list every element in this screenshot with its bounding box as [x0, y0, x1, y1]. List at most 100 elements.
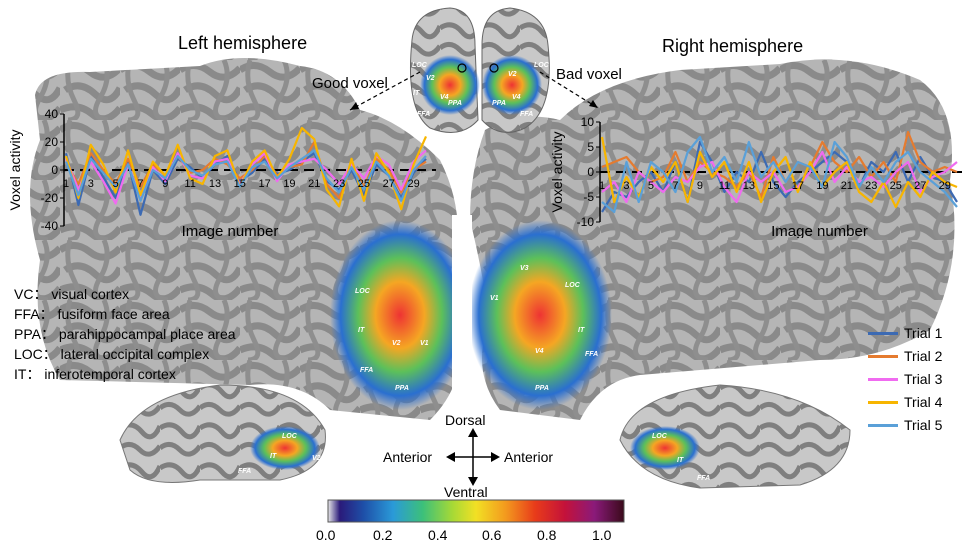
roi-label-inflated-top-3: V2: [508, 71, 517, 78]
colorbar-tick-2: 0.4: [428, 527, 448, 543]
midline-gap: [452, 215, 472, 415]
roi-label-inflated-top-0: LOC: [412, 62, 428, 69]
legend-label-trial-5: Trial 5: [904, 417, 943, 433]
x-axis-label: Image number: [771, 223, 868, 238]
x-tick-label-14: 29: [939, 180, 951, 192]
right-hemisphere-title: Right hemisphere: [662, 36, 804, 56]
legend-label-trial-4: Trial 4: [904, 394, 943, 410]
compass-anterior-right: Anterior: [504, 449, 554, 465]
x-tick-label-12: 25: [890, 180, 902, 192]
x-tick-label-8: 17: [258, 178, 270, 190]
bad-voxel-marker: [489, 63, 499, 73]
compass-dorsal: Dorsal: [445, 412, 486, 428]
roi-label-lateral-left-2: FFA: [238, 468, 251, 475]
colorbar-tick-0: 0.0: [316, 527, 336, 543]
roi-label-flat-right-4: PPA: [535, 385, 549, 392]
roi-label-inflated-top-10: FFA: [520, 111, 533, 118]
right-activation: [468, 220, 612, 410]
legend-swatch-trial-3: [868, 377, 898, 381]
x-tick-label-5: 11: [719, 180, 730, 192]
y-tick-label-3: -5: [583, 190, 594, 204]
x-tick-label-3: 7: [137, 178, 143, 190]
x-tick-label-11: 23: [865, 180, 877, 192]
roi-label-flat-right-5: V3: [520, 265, 529, 272]
x-tick-label-6: 13: [209, 178, 221, 190]
x-tick-label-11: 23: [333, 178, 345, 190]
x-tick-label-0: 1: [599, 180, 605, 192]
x-tick-label-7: 15: [234, 178, 246, 190]
abbr-loc: LOC： lateral occipital complex: [14, 346, 210, 362]
series-line-trial-1: [601, 140, 958, 213]
bad-voxel-label: Bad voxel: [556, 66, 622, 83]
roi-label-inflated-top-6: PPA: [492, 100, 506, 107]
good-voxel-label: Good voxel: [312, 75, 388, 92]
roi-label-flat-left-2: V2: [392, 340, 401, 347]
bad-voxel-arrow: [539, 71, 599, 109]
series-line-trial-3: [601, 150, 958, 204]
roi-label-inflated-top-8: IT: [413, 90, 420, 97]
left-activation: [330, 220, 470, 410]
y-tick-label-0: 40: [45, 107, 59, 121]
x-tick-label-13: 27: [914, 180, 926, 192]
roi-label-flat-right-6: V1: [490, 295, 499, 302]
x-tick-label-2: 5: [648, 180, 654, 192]
lateral-activation-left: [250, 426, 320, 470]
roi-label-inflated-top-9: FFA: [417, 111, 430, 118]
series-line-trial-5: [64, 149, 427, 202]
x-tick-label-6: 13: [743, 180, 755, 192]
x-tick-label-5: 11: [184, 178, 195, 190]
legend-label-trial-3: Trial 3: [904, 371, 943, 387]
x-tick-label-13: 27: [383, 178, 395, 190]
legend-label-trial-2: Trial 2: [904, 348, 943, 364]
roi-label-lateral-right-0: LOC: [652, 433, 668, 440]
roi-label-lateral-right-1: IT: [677, 457, 684, 464]
legend-swatch-trial-1: [868, 331, 898, 335]
y-tick-label-2: 0: [51, 163, 58, 177]
legend-swatch-trial-2: [868, 354, 898, 358]
abbr-vc: VC： visual cortex: [14, 286, 130, 302]
y-tick-label-3: -20: [41, 191, 59, 205]
lateral-activation-right: [630, 426, 700, 470]
y-tick-label-4: -10: [577, 215, 595, 229]
series-line-trial-4: [64, 126, 428, 211]
roi-label-inflated-top-2: LOC: [534, 62, 550, 69]
good-voxel-marker: [457, 63, 467, 73]
y-tick-label-4: -40: [41, 219, 59, 233]
compass-ventral: Ventral: [444, 484, 488, 500]
roi-label-lateral-left-0: LOC: [282, 433, 298, 440]
legend-item-trial-4: Trial 4: [868, 394, 942, 410]
x-tick-label-3: 7: [672, 180, 678, 192]
roi-label-lateral-right-3: FFA: [697, 475, 710, 482]
x-tick-label-10: 21: [308, 178, 320, 190]
roi-label-flat-left-5: V1: [420, 340, 429, 347]
legend-item-trial-1: Trial 1: [868, 325, 942, 341]
colorbar-tick-1: 0.2: [373, 527, 393, 543]
roi-label-flat-left-3: FFA: [360, 367, 373, 374]
legend-label-trial-1: Trial 1: [904, 325, 943, 341]
y-tick-label-0: 10: [581, 115, 595, 129]
y-tick-label-1: 5: [587, 140, 594, 154]
x-tick-label-9: 19: [283, 178, 295, 190]
series-line-trial-4: [600, 136, 958, 209]
legend-item-trial-3: Trial 3: [868, 371, 942, 387]
x-tick-label-0: 1: [63, 178, 69, 190]
roi-label-flat-right-0: LOC: [565, 282, 581, 289]
legend-item-trial-5: Trial 5: [868, 417, 942, 433]
x-axis-label: Image number: [182, 223, 279, 240]
abbr-ppa: PPA： parahippocampal place area: [14, 326, 236, 342]
roi-label-lateral-left-3: V2: [312, 455, 321, 462]
roi-label-inflated-top-1: V2: [426, 75, 435, 82]
x-tick-label-9: 19: [816, 180, 828, 192]
roi-label-flat-right-3: FFA: [585, 351, 598, 358]
legend-swatch-trial-5: [868, 423, 898, 427]
legend-item-trial-2: Trial 2: [868, 348, 942, 364]
roi-label-flat-right-2: V4: [535, 348, 544, 355]
abbr-ffa: FFA： fusiform face area: [14, 306, 170, 322]
x-tick-label-1: 3: [88, 178, 94, 190]
compass-anterior-left: Anterior: [383, 449, 433, 465]
roi-label-inflated-top-7: V4: [512, 94, 521, 101]
